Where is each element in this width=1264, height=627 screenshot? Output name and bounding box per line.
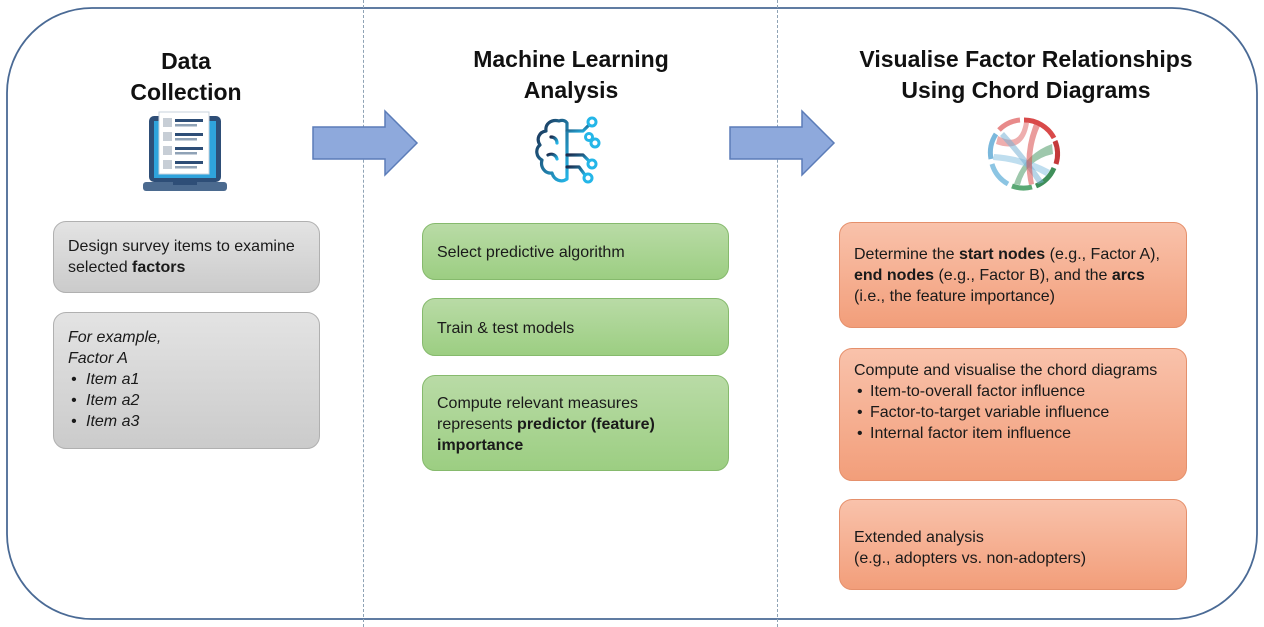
nodes-text-3: (e.g., Factor B), and the xyxy=(934,267,1112,284)
column-divider-2 xyxy=(777,0,778,627)
ml-analysis-title: Machine Learning Analysis xyxy=(473,46,669,103)
list-item: Internal factor item influence xyxy=(854,423,1172,444)
nodes-text-4: (i.e., the feature importance) xyxy=(854,288,1055,305)
factors-bold-text: factors xyxy=(132,259,186,276)
train-test-box: Train & test models xyxy=(422,298,729,356)
start-end-nodes-box: Determine the start nodes (e.g., Factor … xyxy=(839,222,1187,328)
design-survey-box: Design survey items to examine selected … xyxy=(53,221,320,293)
compute-chord-box: Compute and visualise the chord diagrams… xyxy=(839,348,1187,481)
flow-arrow-1 xyxy=(312,109,419,177)
nodes-text-1: Determine the xyxy=(854,246,959,263)
end-nodes-bold-text: end nodes xyxy=(854,267,935,284)
compute-chord-text: Compute and visualise the chord diagrams xyxy=(854,362,1158,379)
extended-analysis-line-1: Extended analysis xyxy=(854,529,984,546)
list-item: Item-to-overall factor influence xyxy=(854,381,1172,402)
brain-circuit-icon xyxy=(535,116,601,184)
survey-laptop-icon xyxy=(143,111,227,191)
list-item: Item a2 xyxy=(68,390,305,411)
design-survey-text: Design survey items to examine selected xyxy=(68,238,295,276)
extended-analysis-line-2: (e.g., adopters vs. non-adopters) xyxy=(854,550,1087,567)
outer-frame xyxy=(6,7,1258,620)
train-test-text: Train & test models xyxy=(437,320,575,337)
start-nodes-bold-text: start nodes xyxy=(958,246,1046,263)
list-item: Item a1 xyxy=(68,369,305,390)
extended-analysis-box: Extended analysis (e.g., adopters vs. no… xyxy=(839,499,1187,590)
example-intro-line-1: For example, xyxy=(68,329,162,346)
example-item-list: Item a1 Item a2 Item a3 xyxy=(68,369,305,432)
predictor-importance-bold-text: predictor (feature) importance xyxy=(437,416,655,454)
chord-diagrams-title: Visualise Factor Relationships Using Cho… xyxy=(859,46,1193,103)
chord-diagram-icon xyxy=(987,117,1061,191)
chord-influence-list: Item-to-overall factor influence Factor-… xyxy=(854,381,1172,444)
list-item: Factor-to-target variable influence xyxy=(854,402,1172,423)
data-collection-title: Data Collection xyxy=(130,48,242,105)
example-intro-line-2: Factor A xyxy=(68,350,128,367)
select-algorithm-box: Select predictive algorithm xyxy=(422,223,729,280)
example-box: For example, Factor A Item a1 Item a2 It… xyxy=(53,312,320,449)
feature-importance-box: Compute relevant measures represents pre… xyxy=(422,375,729,471)
flow-arrow-2 xyxy=(729,109,836,177)
select-algorithm-text: Select predictive algorithm xyxy=(437,244,625,261)
arcs-bold-text: arcs xyxy=(1111,267,1145,284)
nodes-text-2: (e.g., Factor A), xyxy=(1045,246,1160,263)
list-item: Item a3 xyxy=(68,411,305,432)
column-divider-1 xyxy=(363,0,364,627)
feature-importance-text: Compute relevant measures represents xyxy=(437,395,638,433)
